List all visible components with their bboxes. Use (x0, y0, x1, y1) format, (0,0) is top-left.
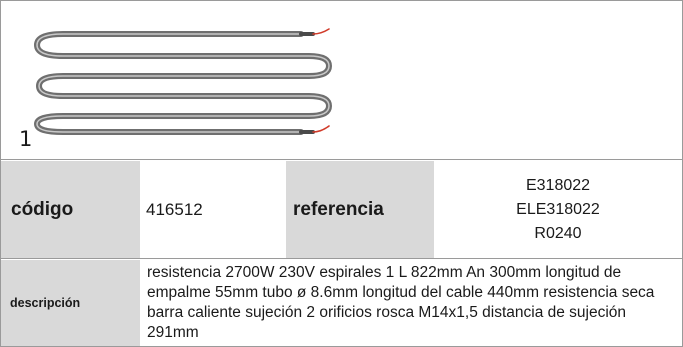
heating-element-image (34, 28, 332, 135)
referencia-label: referencia (286, 161, 434, 258)
codigo-value: 416512 (140, 161, 286, 258)
referencia-value-1: E318022 (525, 176, 591, 194)
descripcion-value: resistencia 2700W 230V espirales 1 L 822… (140, 260, 682, 346)
item-number: 1 (19, 127, 33, 151)
product-image-panel: 1 (1, 1, 682, 160)
description-row: descripción resistencia 2700W 230V espir… (1, 260, 682, 346)
code-reference-row: código 416512 referencia E318022 ELE3180… (1, 161, 682, 259)
codigo-label: código (1, 161, 140, 258)
referencia-value-3: R0240 (534, 224, 582, 242)
referencia-value-2: ELE318022 (516, 200, 600, 218)
referencia-values: E318022 ELE318022 R0240 (434, 161, 682, 258)
descripcion-label: descripción (1, 260, 140, 346)
